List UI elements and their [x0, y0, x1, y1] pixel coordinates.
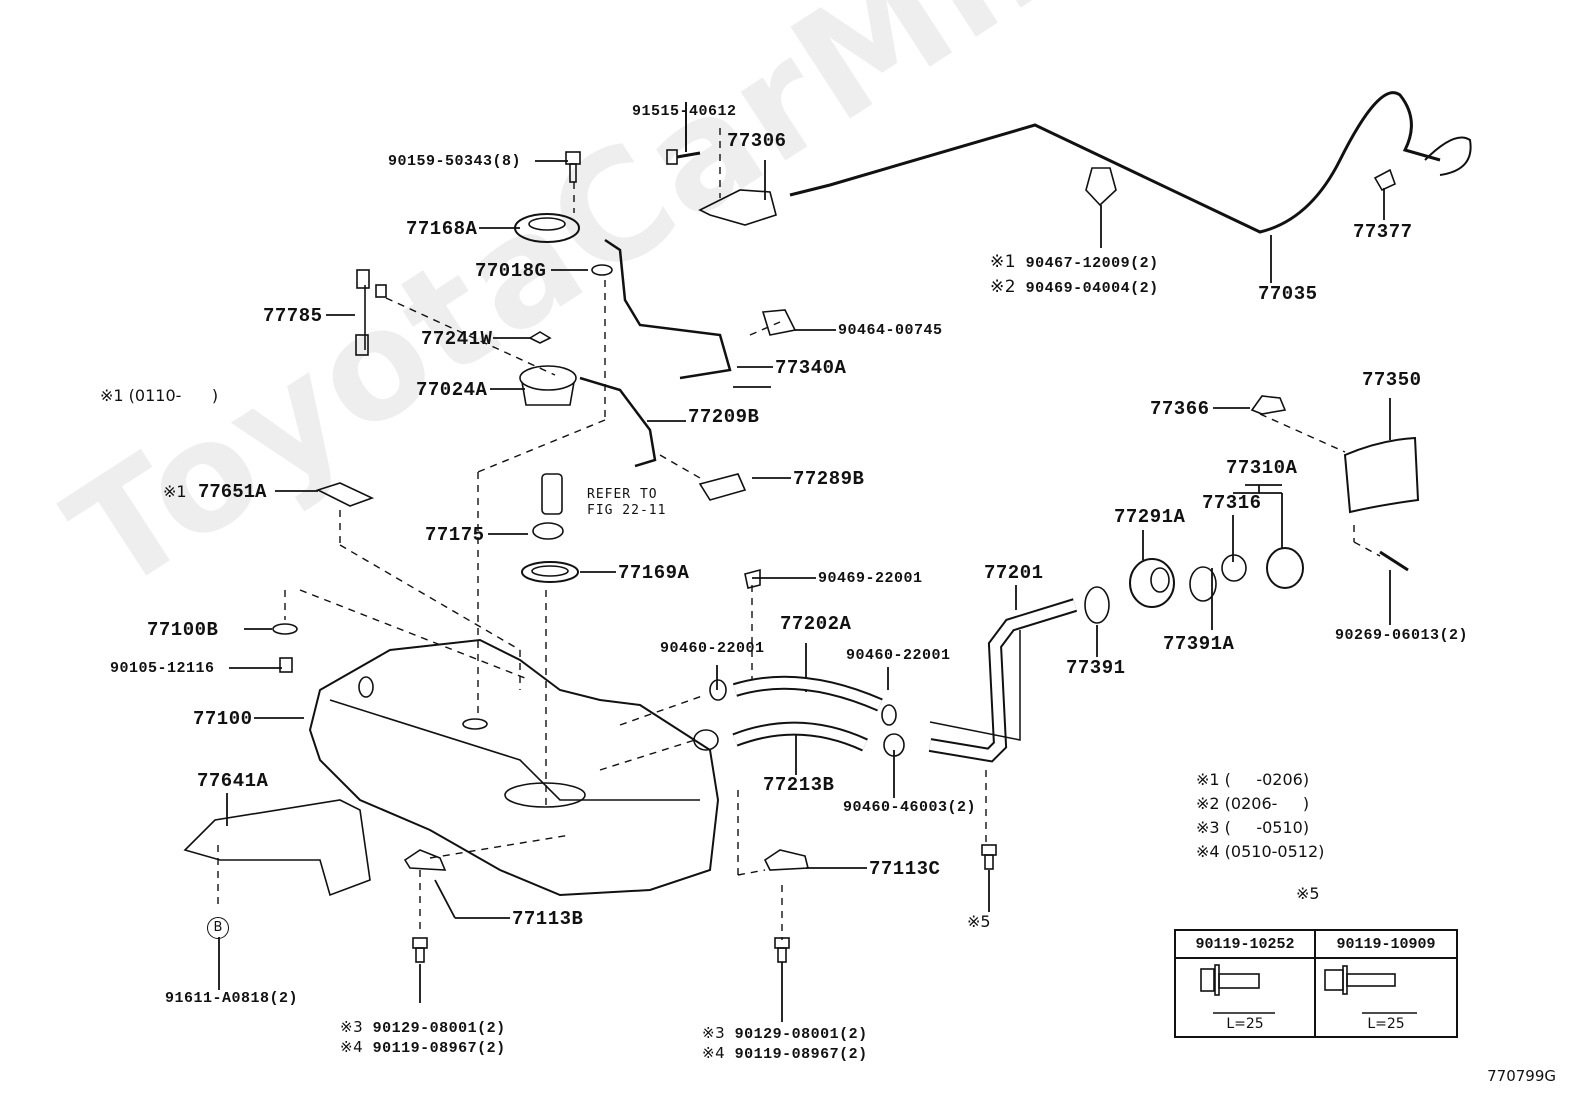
part-number: 77651A	[198, 481, 267, 503]
part-label-mid-bolt-3[interactable]: ※3 90129-08001(2)	[702, 1024, 868, 1043]
part-label-77209B[interactable]: 77209B	[688, 406, 760, 428]
bolt-table-title: ※5	[1296, 884, 1320, 903]
part-label-77168A[interactable]: 77168A	[406, 218, 478, 240]
part-label-90467-12009[interactable]: ※1 90467-12009(2)	[990, 252, 1159, 272]
part-label-90464-00745[interactable]: 90464-00745	[838, 322, 943, 339]
fuel-tank-shape	[308, 638, 720, 897]
footnote-mark: ※1	[990, 252, 1017, 272]
footnote-mark: ※2	[990, 277, 1017, 297]
part-label-77291A[interactable]: 77291A	[1114, 506, 1186, 528]
part-label-90159-50343[interactable]: 90159-50343(8)	[388, 153, 522, 170]
footnote-mark: ※3	[702, 1024, 726, 1042]
part-number: 90467-12009(2)	[1025, 255, 1159, 272]
part-number: 90129-08001(2)	[372, 1020, 506, 1037]
legend-item: ※3 ( -0510)	[1196, 818, 1310, 837]
part-number: 90129-08001(2)	[734, 1026, 868, 1043]
diagram-code: 770799G	[1487, 1067, 1556, 1085]
bolt-table-cell: L=25	[1316, 959, 1456, 1036]
part-label-77651A[interactable]: ※1 77651A	[163, 481, 266, 503]
part-label-mid-bolt-4[interactable]: ※4 90119-08967(2)	[702, 1044, 868, 1063]
part-label-77100B[interactable]: 77100B	[147, 619, 219, 641]
bolt-length: L=25	[1367, 1016, 1405, 1032]
refer-to-note[interactable]: REFER TO FIG 22-11	[587, 487, 667, 518]
bolt-length: L=25	[1226, 1016, 1264, 1032]
footnote-mark: ※3	[340, 1018, 364, 1036]
part-label-77391[interactable]: 77391	[1066, 657, 1126, 679]
part-label-77201[interactable]: 77201	[984, 562, 1044, 584]
part-label-77241W[interactable]: 77241W	[421, 328, 493, 350]
part-label-90460-22001-right[interactable]: 90460-22001	[846, 647, 951, 664]
bolt-table-header[interactable]: 90119-10252	[1176, 931, 1316, 959]
part-label-77213B[interactable]: 77213B	[763, 774, 835, 796]
assembly-dashed-lines	[217, 128, 1381, 940]
part-label-77340A[interactable]: 77340A	[775, 357, 847, 379]
part-label-77641A[interactable]: 77641A	[197, 770, 269, 792]
part-label-77306[interactable]: 77306	[727, 130, 787, 152]
bolt-table: 90119-10252 90119-10909 L=25 L=25	[1174, 929, 1458, 1038]
part-label-left-bolt-4[interactable]: ※4 90119-08967(2)	[340, 1038, 506, 1057]
part-label-77035[interactable]: 77035	[1258, 283, 1318, 305]
part-label-77169A[interactable]: 77169A	[618, 562, 690, 584]
part-label-77113C[interactable]: 77113C	[869, 858, 941, 880]
part-label-91611-A0818[interactable]: 91611-A0818(2)	[165, 990, 299, 1007]
range-note-left: ※1 (0110- )	[100, 386, 219, 405]
part-label-90469-04004[interactable]: ※2 90469-04004(2)	[990, 277, 1159, 297]
legend-item: ※1 ( -0206)	[1196, 770, 1310, 789]
legend-item: ※4 (0510-0512)	[1196, 842, 1325, 861]
part-label-77350[interactable]: 77350	[1362, 369, 1422, 391]
part-label-90105-12116[interactable]: 90105-12116	[110, 660, 215, 677]
part-label-77202A[interactable]: 77202A	[780, 613, 852, 635]
part-label-77377[interactable]: 77377	[1353, 221, 1413, 243]
part-label-77366[interactable]: 77366	[1150, 398, 1210, 420]
part-label-91515-40612[interactable]: 91515-40612	[632, 103, 737, 120]
part-number: 90469-04004(2)	[1025, 280, 1159, 297]
circle-b-marker: B	[207, 917, 229, 939]
part-label-77113B[interactable]: 77113B	[512, 908, 584, 930]
footnote-mark: ※4	[340, 1038, 364, 1056]
footnote-mark: ※1	[163, 482, 187, 501]
part-label-90460-46003[interactable]: 90460-46003(2)	[843, 799, 977, 816]
part-label-77391A[interactable]: 77391A	[1163, 633, 1235, 655]
part-label-77785[interactable]: 77785	[263, 305, 323, 327]
part-label-77289B[interactable]: 77289B	[793, 468, 865, 490]
bolt-table-header[interactable]: 90119-10909	[1316, 931, 1456, 959]
part-label-77100[interactable]: 77100	[193, 708, 253, 730]
part-label-77024A[interactable]: 77024A	[416, 379, 488, 401]
part-label-left-bolt-3[interactable]: ※3 90129-08001(2)	[340, 1018, 506, 1037]
legend-item: ※2 (0206- )	[1196, 794, 1310, 813]
part-shapes	[183, 91, 1472, 1014]
part-label-77175[interactable]: 77175	[425, 524, 485, 546]
part-number: 90119-08967(2)	[372, 1040, 506, 1057]
part-label-90469-22001[interactable]: 90469-22001	[818, 570, 923, 587]
part-label-77310A[interactable]: 77310A	[1226, 457, 1298, 479]
footnote-mark-5: ※5	[967, 912, 991, 931]
footnote-mark: ※4	[702, 1044, 726, 1062]
part-label-77018G[interactable]: 77018G	[475, 260, 547, 282]
part-label-90460-22001-left[interactable]: 90460-22001	[660, 640, 765, 657]
leader-lines	[218, 102, 1391, 1022]
part-label-90269-06013[interactable]: 90269-06013(2)	[1335, 627, 1469, 644]
part-number: 90119-08967(2)	[734, 1046, 868, 1063]
part-label-77316[interactable]: 77316	[1202, 492, 1262, 514]
bolt-table-cell: L=25	[1176, 959, 1316, 1036]
